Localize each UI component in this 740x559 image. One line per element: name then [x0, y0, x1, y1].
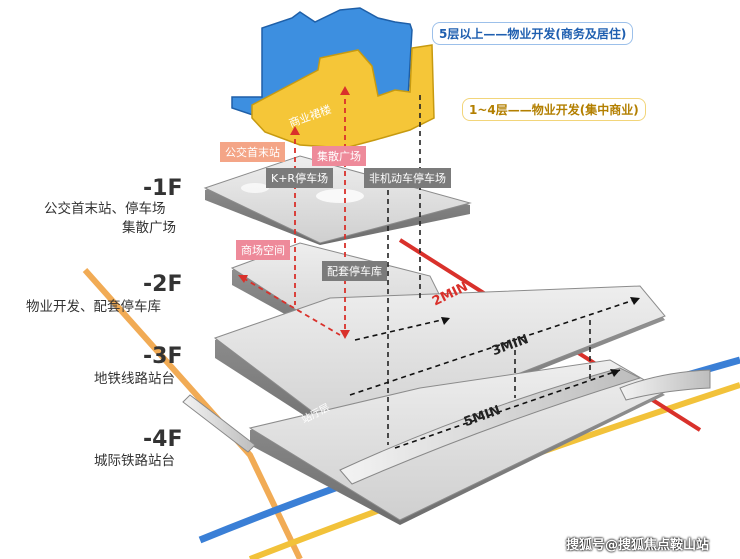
floor-minus2-desc-line1: 物业开发、配套停车库	[26, 299, 161, 315]
floor-minus3-desc-line1: 地铁线路站台	[94, 371, 175, 387]
red-vertical-connectors	[242, 90, 346, 336]
tag-bus-terminal: 公交首末站	[220, 142, 285, 162]
floor-minus3-number: -3F	[143, 344, 183, 369]
intercity-train	[339, 367, 642, 485]
watermark: 搜狐号@搜狐焦点鞍山站	[566, 538, 710, 553]
label-above-5-floors: 5层以上——物业开发(商务及居住)	[432, 22, 634, 45]
metro-train-right	[619, 369, 711, 401]
tag-bike-parking: 非机动车停车场	[364, 168, 451, 188]
floor-minus1-desc-line1: 公交首末站、停车场	[44, 201, 166, 217]
label-floors-1-4: 1~4层——物业开发(集中商业)	[462, 98, 646, 121]
floor-minus4-desc-line1: 城际铁路站台	[94, 453, 175, 469]
red-arrowheads	[238, 86, 350, 339]
time-arrowheads	[441, 297, 640, 377]
floor-minus1-number: -1F	[143, 176, 183, 201]
metro-train-left	[182, 394, 256, 453]
time-arrows	[349, 297, 641, 449]
floor-minus4-number: -4F	[143, 427, 183, 452]
floor-minus1-desc-line2: 集散广场	[122, 220, 176, 236]
floor-minus2-number: -2F	[143, 272, 183, 297]
black-vertical-connectors	[387, 95, 591, 445]
tag-plaza: 集散广场	[312, 146, 366, 166]
floor-slab-minus3	[213, 285, 666, 445]
orange-rail-line	[82, 268, 303, 559]
tag-garage: 配套停车库	[322, 261, 387, 281]
tag-kr-parking: K+R停车场	[266, 168, 334, 188]
tag-mall-space: 商场空间	[236, 240, 290, 260]
